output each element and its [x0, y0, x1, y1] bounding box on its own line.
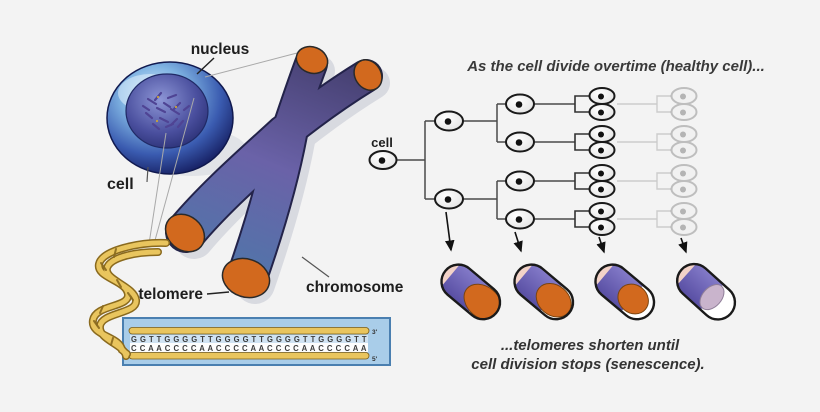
tree-cell-pair	[588, 87, 616, 121]
cell-illustration	[106, 61, 248, 176]
five-prime-label: 5'	[372, 356, 378, 363]
chromosome-label: chromosome	[306, 279, 404, 296]
telomere-stage-4	[670, 257, 737, 321]
chromosome-pointer-line	[301, 256, 330, 278]
tree-cell	[434, 188, 464, 210]
caption-line-2: cell division stops (senescence).	[471, 356, 704, 373]
cell-label-right: cell	[371, 135, 393, 150]
tree-cell	[505, 170, 535, 192]
nucleus-body	[125, 73, 209, 149]
tree-connectors	[397, 103, 575, 220]
tree-cell-pair	[588, 125, 616, 159]
chromosome-illustration	[164, 45, 390, 304]
telomere-stage-3	[588, 257, 656, 321]
top-strand-sequence: G G T T G G G G T T G G G G T T G G G G …	[131, 335, 367, 344]
pair-brackets	[574, 95, 589, 228]
three-prime-label: 3'	[372, 329, 378, 336]
tree-cell	[505, 93, 535, 115]
dna-helix-icon	[88, 238, 170, 360]
gold-strand-bottom	[128, 352, 370, 360]
nucleus-pointer-line	[196, 57, 215, 75]
telomere-stage-1	[434, 257, 503, 321]
telomere-pointer-line	[206, 291, 230, 295]
strand-strip-top	[130, 335, 368, 343]
telomere-tips	[164, 45, 383, 299]
cell-pointer-line	[146, 166, 149, 183]
strand-strip-bottom	[130, 343, 368, 352]
tree-cell	[505, 208, 535, 230]
telomere-stage-2	[507, 257, 575, 321]
dna-sequence-box: 3' 5' G G T T G G G G T T G G G G T T G …	[122, 317, 391, 366]
shortening-arrow	[444, 211, 455, 252]
telomere-tip	[164, 213, 206, 253]
diagram-labels: nucleus cell telomere chromosome	[107, 41, 404, 303]
tree-cell-pair	[588, 202, 616, 236]
faded-connectors	[617, 95, 671, 228]
telomere-tip	[221, 257, 271, 299]
cell-label-left: cell	[107, 176, 134, 193]
shortening-arrow	[678, 237, 688, 254]
shortening-arrows	[444, 211, 688, 254]
gold-strand-top	[128, 327, 370, 335]
telomere-stages	[434, 257, 737, 321]
shortening-arrow	[513, 231, 523, 253]
telomere-tip	[353, 59, 383, 91]
nucleus-label: nucleus	[191, 41, 250, 58]
magnifier-lines	[148, 52, 298, 245]
tree-cell	[505, 131, 535, 153]
tree-cell-pair-faded	[670, 87, 698, 236]
nucleus-specks	[155, 95, 178, 123]
caption-line-1: ...telomeres shorten until	[501, 337, 680, 354]
division-title: As the cell divide overtime (healthy cel…	[466, 58, 765, 75]
division-tree: cell	[368, 87, 698, 254]
tree-cell	[434, 110, 464, 132]
tree-cell	[368, 150, 398, 170]
telomere-tip	[295, 45, 329, 75]
bottom-strand-sequence: C C A A C C C C A A C C C C A A C C C C …	[131, 344, 367, 353]
caption: ...telomeres shorten until cell division…	[471, 337, 704, 373]
telomere-label: telomere	[138, 286, 203, 303]
tree-cell-pair	[588, 164, 616, 198]
shortening-arrow	[596, 236, 606, 254]
